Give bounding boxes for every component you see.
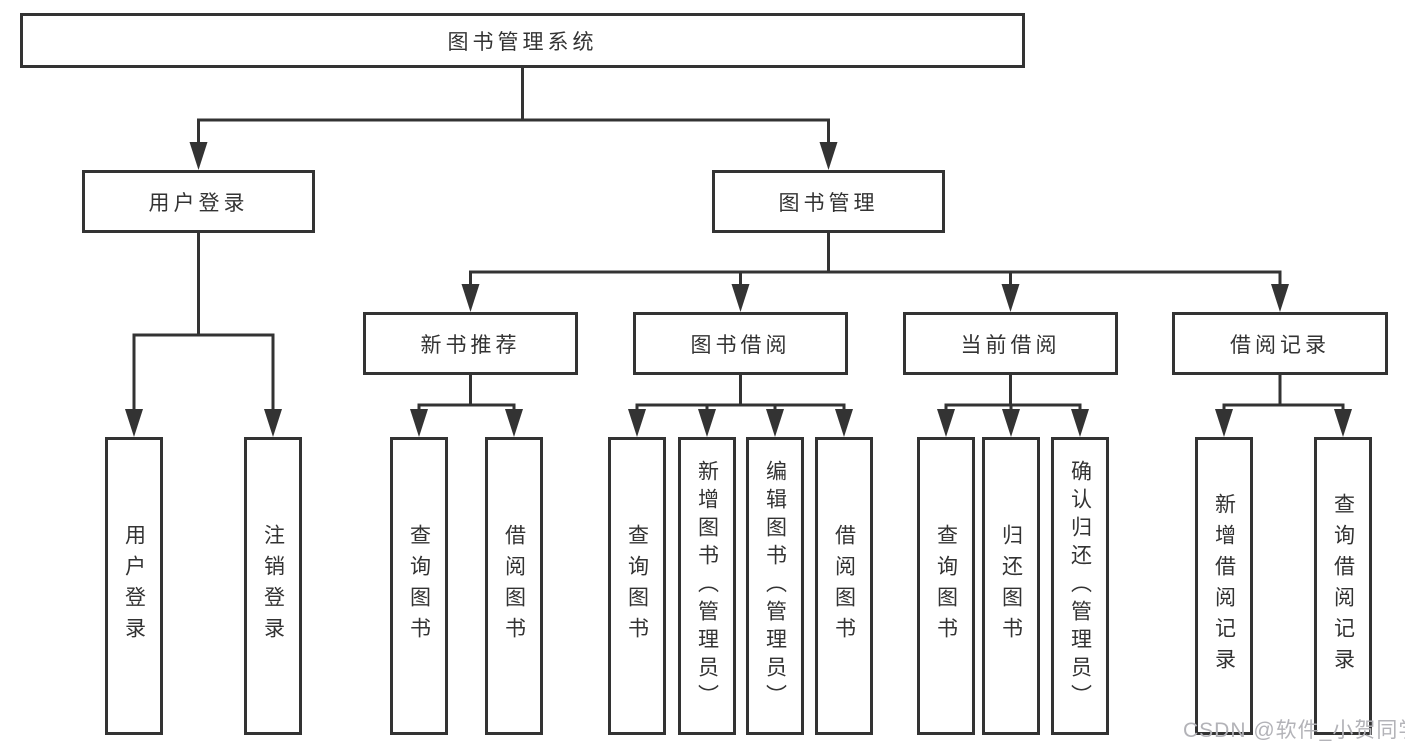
leaf-confirm-return-admin: 确认归还（管理员）: [1051, 437, 1109, 735]
leaf-query-borrow-record: 查询借阅记录: [1314, 437, 1372, 735]
leaf-borrow-books-borrowing: 借阅图书: [815, 437, 873, 735]
leaf-query-books-recommend-label: 查询图书: [407, 524, 431, 648]
node-borrowing-records-label: 借阅记录: [1230, 333, 1330, 357]
leaf-query-books-borrowing-label: 查询图书: [625, 524, 649, 648]
node-user-login-label: 用户登录: [148, 191, 249, 215]
node-current-borrowing-label: 当前借阅: [960, 333, 1061, 357]
node-root: 图书管理系统: [20, 13, 1025, 68]
leaf-borrow-books-recommend-label: 借阅图书: [502, 524, 526, 648]
leaf-user-login-label: 用户登录: [122, 524, 146, 648]
leaf-query-books-borrowing: 查询图书: [608, 437, 666, 735]
leaf-add-book-admin: 新增图书（管理员）: [678, 437, 736, 735]
leaf-return-book-label: 归还图书: [999, 524, 1023, 648]
leaf-edit-book-admin: 编辑图书（管理员）: [746, 437, 804, 735]
node-book-management: 图书管理: [712, 170, 945, 233]
leaf-return-book: 归还图书: [982, 437, 1040, 735]
leaf-query-books-current-label: 查询图书: [934, 524, 958, 648]
node-borrowing-records: 借阅记录: [1172, 312, 1388, 375]
leaf-edit-book-admin-label: 编辑图书（管理员）: [763, 460, 787, 712]
node-book-borrowing: 图书借阅: [633, 312, 848, 375]
leaf-query-borrow-record-label: 查询借阅记录: [1331, 493, 1355, 679]
node-user-login: 用户登录: [82, 170, 315, 233]
node-new-book-recommend: 新书推荐: [363, 312, 578, 375]
leaf-user-login: 用户登录: [105, 437, 163, 735]
leaf-logout: 注销登录: [244, 437, 302, 735]
leaf-confirm-return-admin-label: 确认归还（管理员）: [1068, 460, 1092, 712]
node-root-label: 图书管理系统: [447, 30, 598, 54]
leaf-borrow-books-recommend: 借阅图书: [485, 437, 543, 735]
leaf-query-books-current: 查询图书: [917, 437, 975, 735]
leaf-add-borrow-record-label: 新增借阅记录: [1212, 493, 1236, 679]
leaf-borrow-books-borrowing-label: 借阅图书: [832, 524, 856, 648]
watermark: CSDN @软件_小贺同学: [1183, 719, 1405, 742]
node-new-book-recommend-label: 新书推荐: [420, 333, 521, 357]
node-book-management-label: 图书管理: [778, 191, 879, 215]
leaf-add-borrow-record: 新增借阅记录: [1195, 437, 1253, 735]
node-current-borrowing: 当前借阅: [903, 312, 1118, 375]
leaf-logout-label: 注销登录: [261, 524, 285, 648]
leaf-query-books-recommend: 查询图书: [390, 437, 448, 735]
node-book-borrowing-label: 图书借阅: [690, 333, 791, 357]
leaf-add-book-admin-label: 新增图书（管理员）: [695, 460, 719, 712]
